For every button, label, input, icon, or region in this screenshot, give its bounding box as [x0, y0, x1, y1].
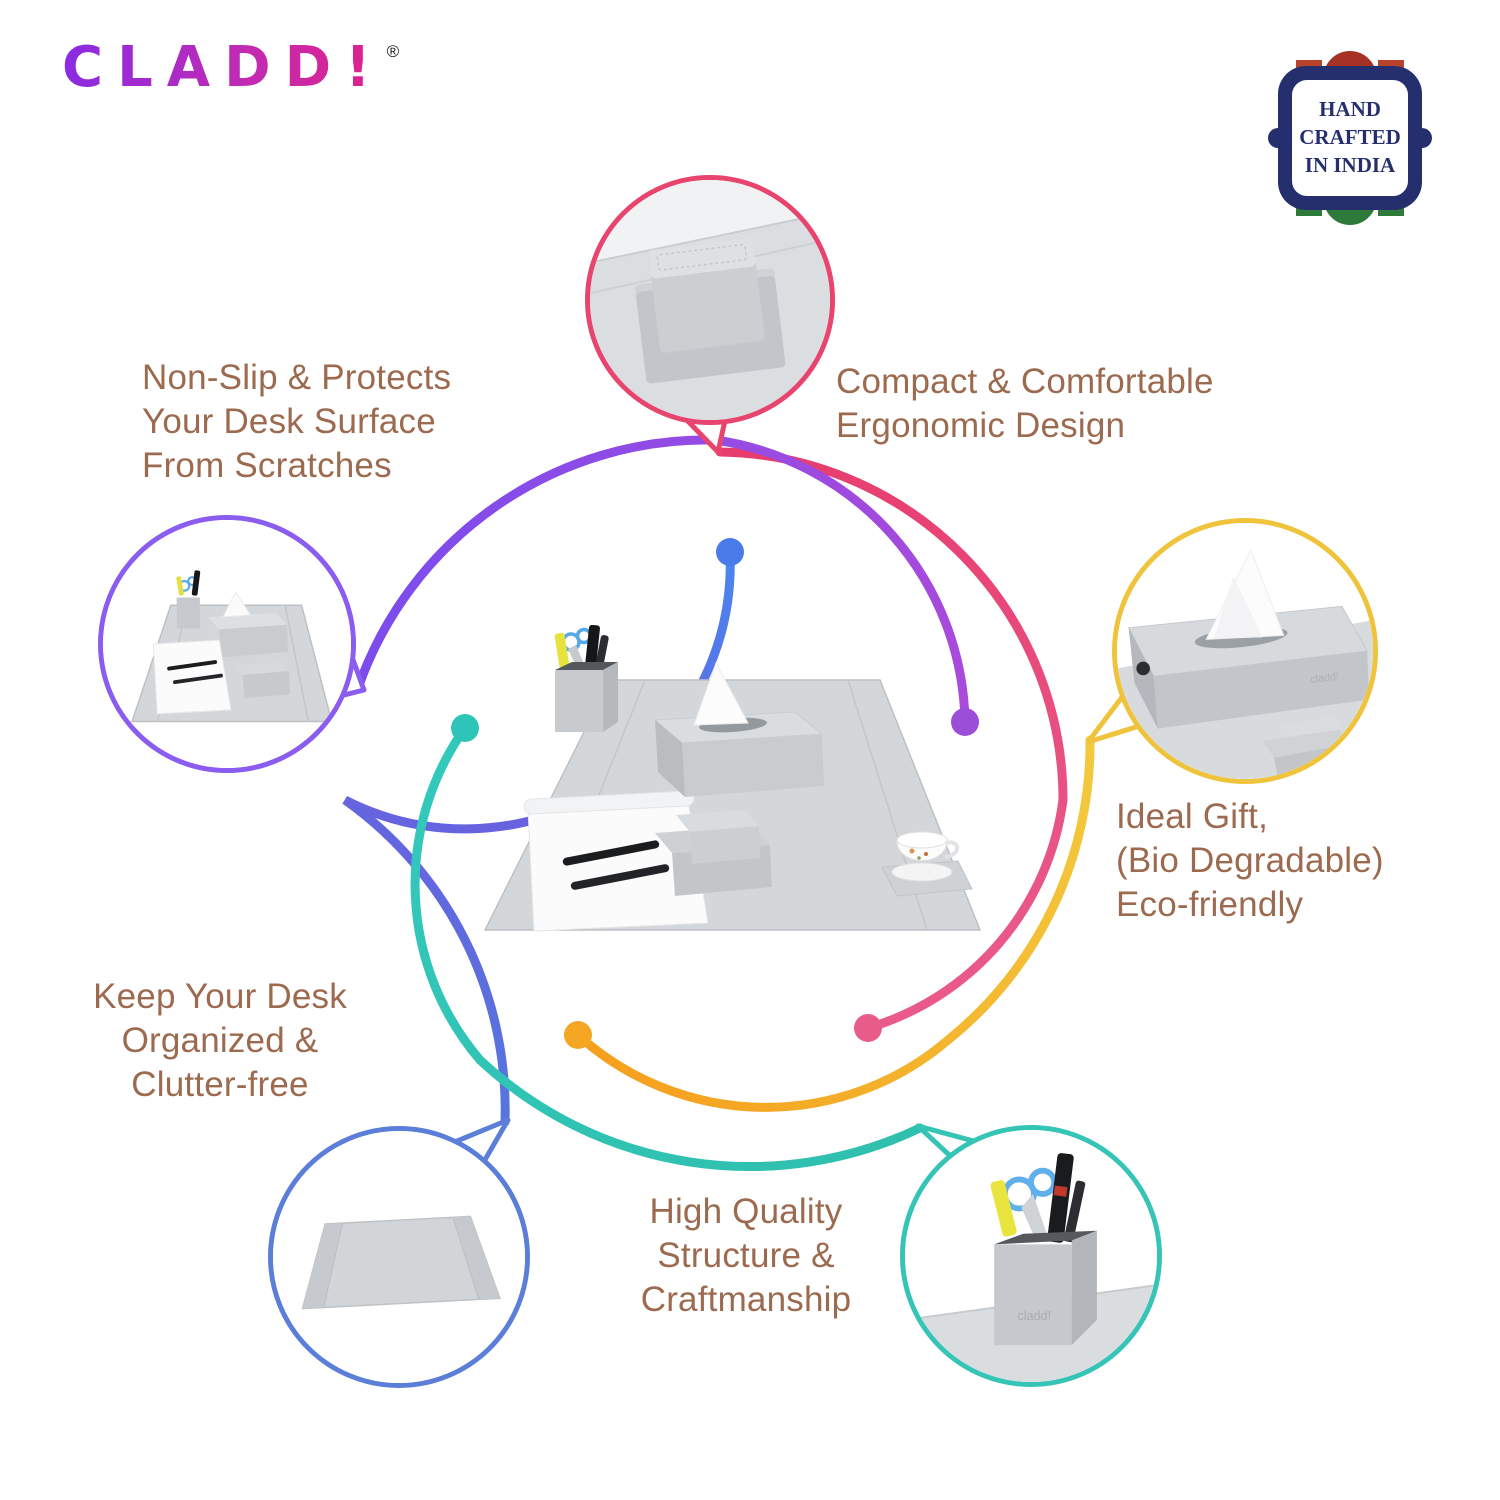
desk-set-graphic — [483, 624, 982, 932]
arc-dot-orange — [564, 1021, 592, 1049]
embossed-logo-text: cladd! — [1017, 1309, 1051, 1323]
feature-line: From Scratches — [142, 446, 392, 486]
arc-yellow — [573, 735, 1095, 1112]
tea-cup-coaster-graphic — [881, 831, 973, 897]
callout-bubble-desk-set — [98, 515, 356, 773]
coaster-holder-photo — [590, 180, 830, 420]
registered-trademark-icon: ® — [386, 42, 400, 61]
arc-teal — [410, 723, 925, 1172]
feature-line: (Bio Degradable) — [1116, 841, 1384, 881]
feature-line: Craftmanship — [640, 1280, 852, 1320]
feature-quality: High Quality Structure & Craftmanship — [596, 1190, 896, 1322]
brand-logo: CLADD! ® — [62, 40, 399, 96]
badge-line-1: HAND — [1319, 97, 1381, 121]
feature-line: Compact & Comfortable — [836, 362, 1214, 401]
brand-logo-text: CLADD! — [62, 35, 385, 100]
arc-dot-purple — [951, 708, 979, 736]
feature-line: Non-Slip & Protects — [142, 358, 452, 397]
callout-bubble-pen-holder: cladd! — [900, 1125, 1162, 1387]
feature-line: Keep Your Desk — [93, 977, 347, 1016]
callout-bubble-tissue-box: cladd! — [1112, 518, 1378, 784]
feature-line: Structure & — [657, 1236, 835, 1276]
badge-line-3: IN INDIA — [1305, 153, 1396, 177]
badge-ornament-graphic: HAND CRAFTED IN INDIA — [1268, 51, 1432, 225]
feature-line: Organized & — [121, 1021, 319, 1061]
product-photo-desk-set — [450, 624, 990, 955]
badge-line-2: CRAFTED — [1299, 125, 1401, 149]
tissue-box-photo: cladd! — [1117, 523, 1373, 779]
arc-crimson — [715, 447, 1068, 1033]
feature-line: High Quality — [649, 1192, 843, 1231]
callout-bubble-coaster-holder — [585, 175, 835, 425]
feature-nonslip: Non-Slip & Protects Your Desk Surface Fr… — [142, 356, 451, 488]
arc-dot-pink — [854, 1014, 882, 1042]
feature-organized: Keep Your Desk Organized & Clutter-free — [60, 975, 380, 1107]
feature-gift: Ideal Gift, (Bio Degradable) Eco-friendl… — [1116, 795, 1384, 927]
feature-line: Ergonomic Design — [836, 406, 1126, 446]
feature-line: Your Desk Surface — [142, 402, 436, 442]
desk-pad-photo — [273, 1131, 525, 1383]
embossed-logo-text: cladd! — [1310, 671, 1340, 686]
arc-dot-teal — [451, 714, 479, 742]
pen-cup-graphic — [554, 624, 618, 732]
handcrafted-in-india-badge: HAND CRAFTED IN INDIA — [1266, 48, 1434, 228]
feature-ergonomic: Compact & Comfortable Ergonomic Design — [836, 360, 1214, 448]
tissue-box-graphic — [653, 661, 824, 797]
feature-line: Eco-friendly — [1116, 885, 1304, 925]
arc-dot-blue — [716, 538, 744, 566]
feature-line: Clutter-free — [131, 1065, 309, 1105]
memo-holder-graphic — [655, 810, 772, 896]
feature-line: Ideal Gift, — [1116, 797, 1268, 836]
pen-holder-photo: cladd! — [905, 1130, 1157, 1382]
desk-set-photo — [103, 520, 351, 768]
callout-bubble-desk-pad — [268, 1126, 530, 1388]
